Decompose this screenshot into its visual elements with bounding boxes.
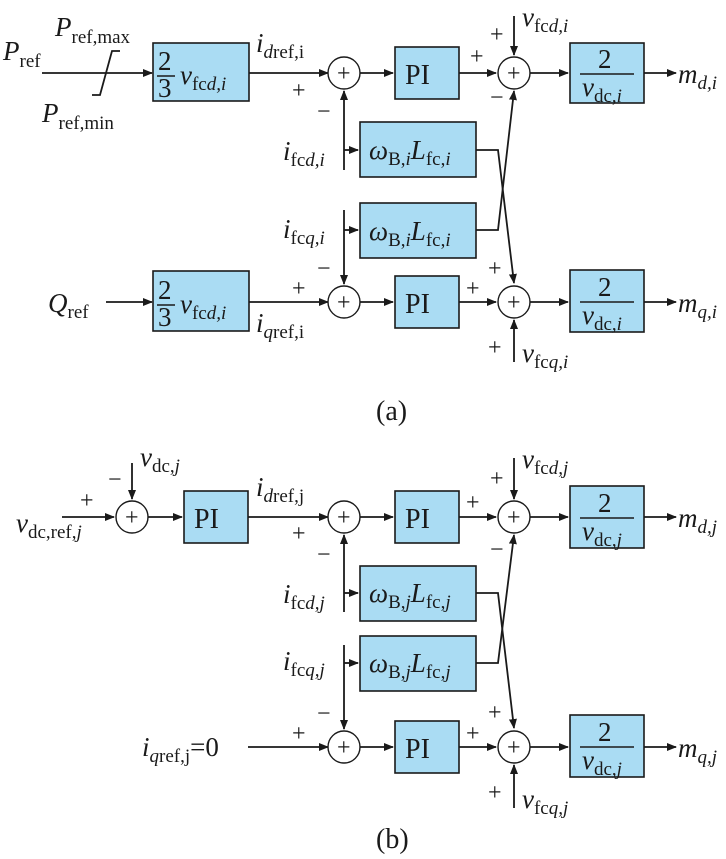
i-qref-label: iqref,i: [256, 308, 304, 343]
panel-b: vdc,ref,j + − + vdc,j PI idref,j + + − P…: [16, 442, 717, 855]
sum-plus: +: [337, 735, 351, 761]
sum2-minus-bottom: −: [490, 85, 504, 111]
omega-bottom-to-sum2-line: [476, 534, 517, 664]
sum2-plus-top: +: [490, 466, 504, 492]
gain-two: 2: [598, 717, 612, 747]
i-fcq-label: ifcq,i: [283, 214, 325, 249]
sum-plus: +: [507, 735, 521, 761]
gain-two: 2: [158, 275, 172, 305]
pi-block-dc: [183, 490, 249, 544]
caption-a: (a): [376, 396, 407, 427]
vfcd-label: vfcd,i: [180, 289, 226, 324]
gain-block-2-vdc-top: [569, 42, 645, 104]
m-d-output-label: md,i: [678, 59, 717, 94]
sum2-plus-top: +: [490, 22, 504, 48]
sum4-plus-bottom: +: [488, 780, 502, 806]
omega-l-block-bottom: [359, 202, 477, 259]
m-q-output-label: mq,j: [678, 733, 717, 768]
sum-plus: +: [507, 290, 521, 316]
p-ref-label: Pref: [2, 36, 41, 72]
gain-two: 2: [598, 44, 612, 74]
gain-block-2-vdc-bottom: [569, 269, 645, 333]
omega-l-label: ωB,iLfc,i: [369, 216, 451, 251]
sum-dc-minus-sign: −: [108, 467, 122, 493]
i-dref-label: idref,i: [256, 28, 304, 63]
gain-two: 2: [598, 272, 612, 302]
vdc-label: vdc,i: [582, 300, 622, 335]
m-d-output-label: md,j: [678, 503, 717, 538]
pi-label: PI: [194, 504, 219, 535]
p-ref-min-label: Pref,min: [41, 98, 114, 134]
sum-plus: +: [337, 290, 351, 316]
v-fcd-input-label: vfcd,i: [522, 2, 568, 37]
sum1-plus-sign: +: [292, 521, 306, 547]
v-fcq-input-label: vfcq,j: [522, 784, 568, 819]
gain-block-2-3-vfcd-top: [152, 42, 250, 102]
sum3-minus-sign: −: [317, 256, 331, 282]
pi-label: PI: [405, 60, 430, 91]
omega-l-label: ωB,iLfc,i: [369, 135, 451, 170]
sum3-plus-sign: +: [292, 276, 306, 302]
sum2-plus-left: +: [470, 44, 484, 70]
sum4-plus-left: +: [466, 276, 480, 302]
sum-plus: +: [507, 61, 521, 87]
i-fcq-label: ifcq,j: [283, 646, 325, 681]
omega-l-block-top: [359, 565, 477, 622]
sum-plus: +: [507, 505, 521, 531]
v-fcq-input-label: vfcq,i: [522, 338, 568, 373]
sum4-plus-left: +: [466, 721, 480, 747]
omega-top-to-sum4-line: [476, 592, 517, 729]
sum4-plus-top: +: [488, 256, 502, 282]
v-fcd-input-label: vfcd,j: [522, 444, 568, 479]
i-qref-zero-label: iqref,j=0: [142, 732, 219, 767]
vdc-label: vdc,i: [582, 72, 622, 107]
p-ref-max-label: Pref,max: [54, 12, 131, 48]
i-fcd-label: ifcd,j: [283, 579, 325, 614]
omega-top-to-sum4-line: [476, 149, 517, 284]
gain-block-2-vdc-bottom: [569, 714, 645, 778]
sum1-minus-sign: −: [317, 542, 331, 568]
sum1-minus-sign: −: [317, 99, 331, 125]
m-q-output-label: mq,i: [678, 288, 717, 323]
v-dc-input-label: vdc,j: [140, 442, 180, 477]
sum2-plus-left: +: [466, 490, 480, 516]
v-dc-ref-label: vdc,ref,j: [16, 508, 82, 543]
omega-bottom-to-sum2-line: [476, 90, 517, 231]
sum-dc-plus-sign: +: [80, 488, 94, 514]
gain-three: 3: [158, 302, 172, 332]
pi-block-bottom: [394, 720, 460, 774]
sum3-plus-sign: +: [292, 721, 306, 747]
i-fcd-label: ifcd,i: [283, 136, 325, 171]
sum1-plus-sign: +: [292, 78, 306, 104]
vfcd-label: vfcd,i: [180, 60, 226, 95]
sum3-minus-sign: −: [317, 701, 331, 727]
sum-plus: +: [337, 505, 351, 531]
pi-block-bottom: [394, 275, 460, 329]
omega-l-label: ωB,jLfc,j: [369, 578, 451, 613]
pi-label: PI: [405, 289, 430, 320]
omega-l-label: ωB,jLfc,j: [369, 648, 451, 683]
omega-l-block-top: [359, 121, 477, 178]
pi-label: PI: [405, 734, 430, 765]
gain-block-2-3-vfcd-bottom: [152, 270, 250, 332]
limiter-icon: [92, 50, 120, 96]
sum4-plus-bottom: +: [488, 335, 502, 361]
omega-l-block-bottom: [359, 635, 477, 692]
sum-plus: +: [337, 61, 351, 87]
sum2-minus-bottom: −: [490, 537, 504, 563]
sum-plus: +: [125, 505, 139, 531]
pi-label: PI: [405, 504, 430, 535]
i-dref-label: idref,j: [256, 472, 304, 507]
panel-a: Pref Pref,max Pref,min 2 3 vfcd,i idref,…: [2, 2, 717, 427]
vdc-label: vdc,j: [582, 516, 622, 551]
gain-three: 3: [158, 73, 172, 103]
gain-two: 2: [158, 46, 172, 76]
caption-b: (b): [376, 824, 409, 855]
gain-two: 2: [598, 488, 612, 518]
sum4-plus-top: +: [488, 700, 502, 726]
q-ref-label: Qref: [48, 288, 89, 323]
gain-block-2-vdc-top: [569, 485, 645, 549]
vdc-label: vdc,j: [582, 745, 622, 780]
